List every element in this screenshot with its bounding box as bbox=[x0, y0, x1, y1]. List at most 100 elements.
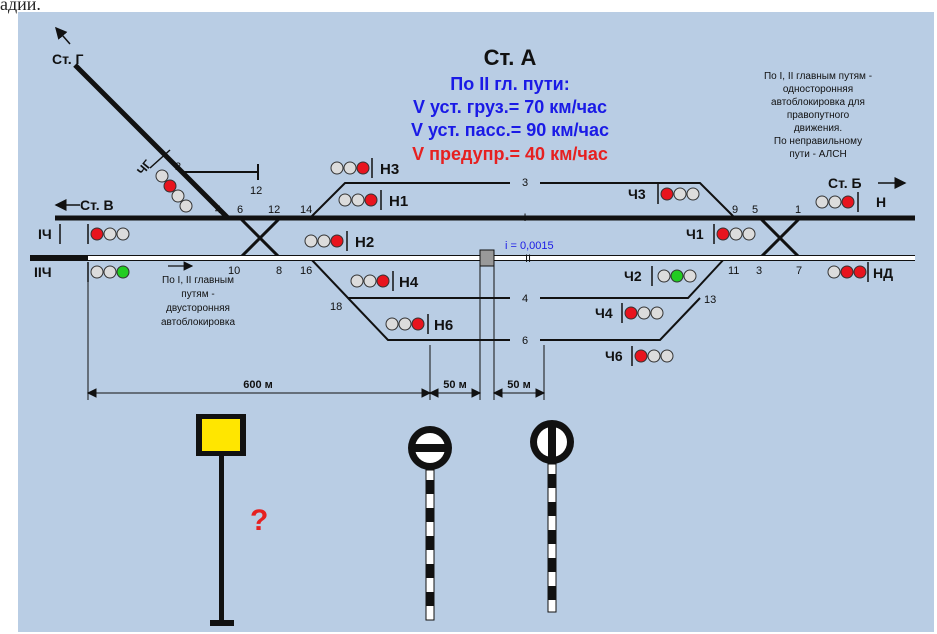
left-note: По I, II главным путям - двусторонняя ав… bbox=[161, 261, 235, 328]
lamp-red bbox=[841, 195, 855, 209]
lamp-off bbox=[343, 161, 357, 175]
lamp-green bbox=[670, 269, 684, 283]
round-sign-horizontal bbox=[408, 426, 452, 621]
speed-line-1: По II гл. пути: bbox=[450, 74, 569, 94]
signal-label: Ч1 bbox=[686, 226, 704, 242]
signal-ch3: Ч3 bbox=[628, 184, 700, 204]
signal-label: Н2 bbox=[355, 234, 374, 251]
track-3-left bbox=[309, 182, 510, 219]
left-note-line: путям - bbox=[181, 289, 214, 300]
speed-line-4: V предупр.= 40 км/час bbox=[412, 144, 608, 164]
signal-label: Ч2 bbox=[624, 268, 642, 284]
signal-ch6: Ч6 bbox=[605, 346, 674, 366]
lamp-red bbox=[163, 179, 177, 193]
signal-label: Н1 bbox=[389, 193, 408, 210]
lamp-red bbox=[376, 274, 390, 288]
lamp-red bbox=[634, 349, 648, 363]
left-note-line: автоблокировка bbox=[161, 316, 235, 328]
right-note-line: По I, II главным путям - bbox=[764, 71, 872, 82]
track-label-4: 4 bbox=[522, 293, 528, 305]
lamp-red bbox=[853, 265, 867, 279]
track-label-1: I bbox=[523, 212, 526, 224]
direction-st-g: Ст. Г bbox=[52, 51, 84, 67]
lamp-red bbox=[716, 227, 730, 241]
diagram-background bbox=[18, 12, 934, 632]
left-note-line: двусторонняя bbox=[166, 303, 230, 314]
track-4-right bbox=[540, 257, 726, 299]
round-sign-vertical bbox=[530, 420, 574, 613]
switch-number: 6 bbox=[237, 204, 243, 216]
lamp-off bbox=[827, 265, 841, 279]
signal-label: Ч6 bbox=[605, 348, 623, 364]
lamp-off bbox=[683, 269, 697, 283]
lamp-off bbox=[171, 189, 185, 203]
gradient-label: i = 0,0015 bbox=[505, 240, 554, 252]
switch-number: 7 bbox=[796, 265, 802, 277]
signal-ich-top: IЧ bbox=[38, 224, 130, 244]
striped-post bbox=[547, 463, 557, 613]
switch-number: 10 bbox=[228, 265, 240, 277]
crossover-left-b bbox=[238, 216, 282, 260]
signal-ch2: Ч2 bbox=[624, 266, 697, 286]
lamp-off bbox=[116, 227, 130, 241]
header-fragment: адии. bbox=[0, 0, 41, 14]
track-label-2: II bbox=[525, 253, 531, 265]
track-6-left bbox=[347, 297, 510, 341]
lamp-off bbox=[330, 161, 344, 175]
right-note-line: автоблокировка для bbox=[771, 96, 865, 108]
track-label-3: 3 bbox=[522, 177, 528, 189]
switch-number: 14 bbox=[300, 204, 312, 216]
crossover-right-b bbox=[758, 216, 802, 260]
switch-number: 2 bbox=[175, 161, 181, 173]
lamp-off bbox=[398, 317, 412, 331]
signal-label: Н bbox=[876, 194, 886, 210]
lamp-off bbox=[729, 227, 743, 241]
lamp-off bbox=[317, 234, 331, 248]
signal-ch1: Ч1 bbox=[686, 224, 756, 244]
signal-n6: Н6 bbox=[385, 314, 453, 334]
direction-st-v: Ст. В bbox=[80, 197, 114, 213]
tracks bbox=[55, 63, 915, 341]
signal-label: IIЧ bbox=[34, 264, 52, 280]
lamp-off bbox=[385, 317, 399, 331]
right-note: По I, II главным путям - односторонняя а… bbox=[764, 71, 872, 160]
switch-number: 11 bbox=[728, 265, 739, 277]
lamp-off bbox=[155, 169, 169, 183]
lamp-off bbox=[350, 274, 364, 288]
arrow-st-g bbox=[55, 26, 71, 45]
lamp-off bbox=[338, 193, 352, 207]
switch-number: 12 bbox=[268, 204, 280, 216]
signal-n3: Н3 bbox=[330, 158, 399, 178]
station-title: Ст. А bbox=[484, 45, 537, 70]
signal-n4: Н4 bbox=[350, 271, 419, 291]
right-note-line: правопутного bbox=[787, 110, 850, 121]
question-mark: ? bbox=[250, 504, 268, 537]
switch-number: 1 bbox=[795, 204, 801, 216]
signal-label: НД bbox=[873, 265, 893, 281]
switch-number: 4 bbox=[215, 204, 221, 216]
striped-post bbox=[425, 469, 435, 621]
lamp-red bbox=[660, 187, 674, 201]
signal-n2: Н2 bbox=[304, 231, 374, 251]
track-6-right bbox=[540, 297, 701, 341]
switch-number: 9 bbox=[732, 204, 738, 216]
lamp-red bbox=[356, 161, 370, 175]
switch-number: 12 bbox=[250, 185, 262, 197]
switch-number: 8 bbox=[276, 265, 282, 277]
signal-label: Н4 bbox=[399, 274, 419, 291]
signal-label: Н6 bbox=[434, 317, 453, 334]
gradient-marker bbox=[479, 249, 495, 267]
signal-nd: НД bbox=[827, 262, 893, 282]
speed-line-2: V уст. груз.= 70 км/час bbox=[413, 97, 607, 117]
signal-ich-bottom: IIЧ bbox=[34, 262, 130, 282]
lamp-green bbox=[116, 265, 130, 279]
lamp-off bbox=[363, 274, 377, 288]
lamp-off bbox=[103, 227, 117, 241]
lamp-off bbox=[673, 187, 687, 201]
lamp-off bbox=[304, 234, 318, 248]
direction-st-b: Ст. Б bbox=[828, 175, 862, 191]
signal-label: Н3 bbox=[380, 161, 399, 178]
lamp-off bbox=[90, 265, 104, 279]
switch-number: 13 bbox=[704, 294, 716, 306]
